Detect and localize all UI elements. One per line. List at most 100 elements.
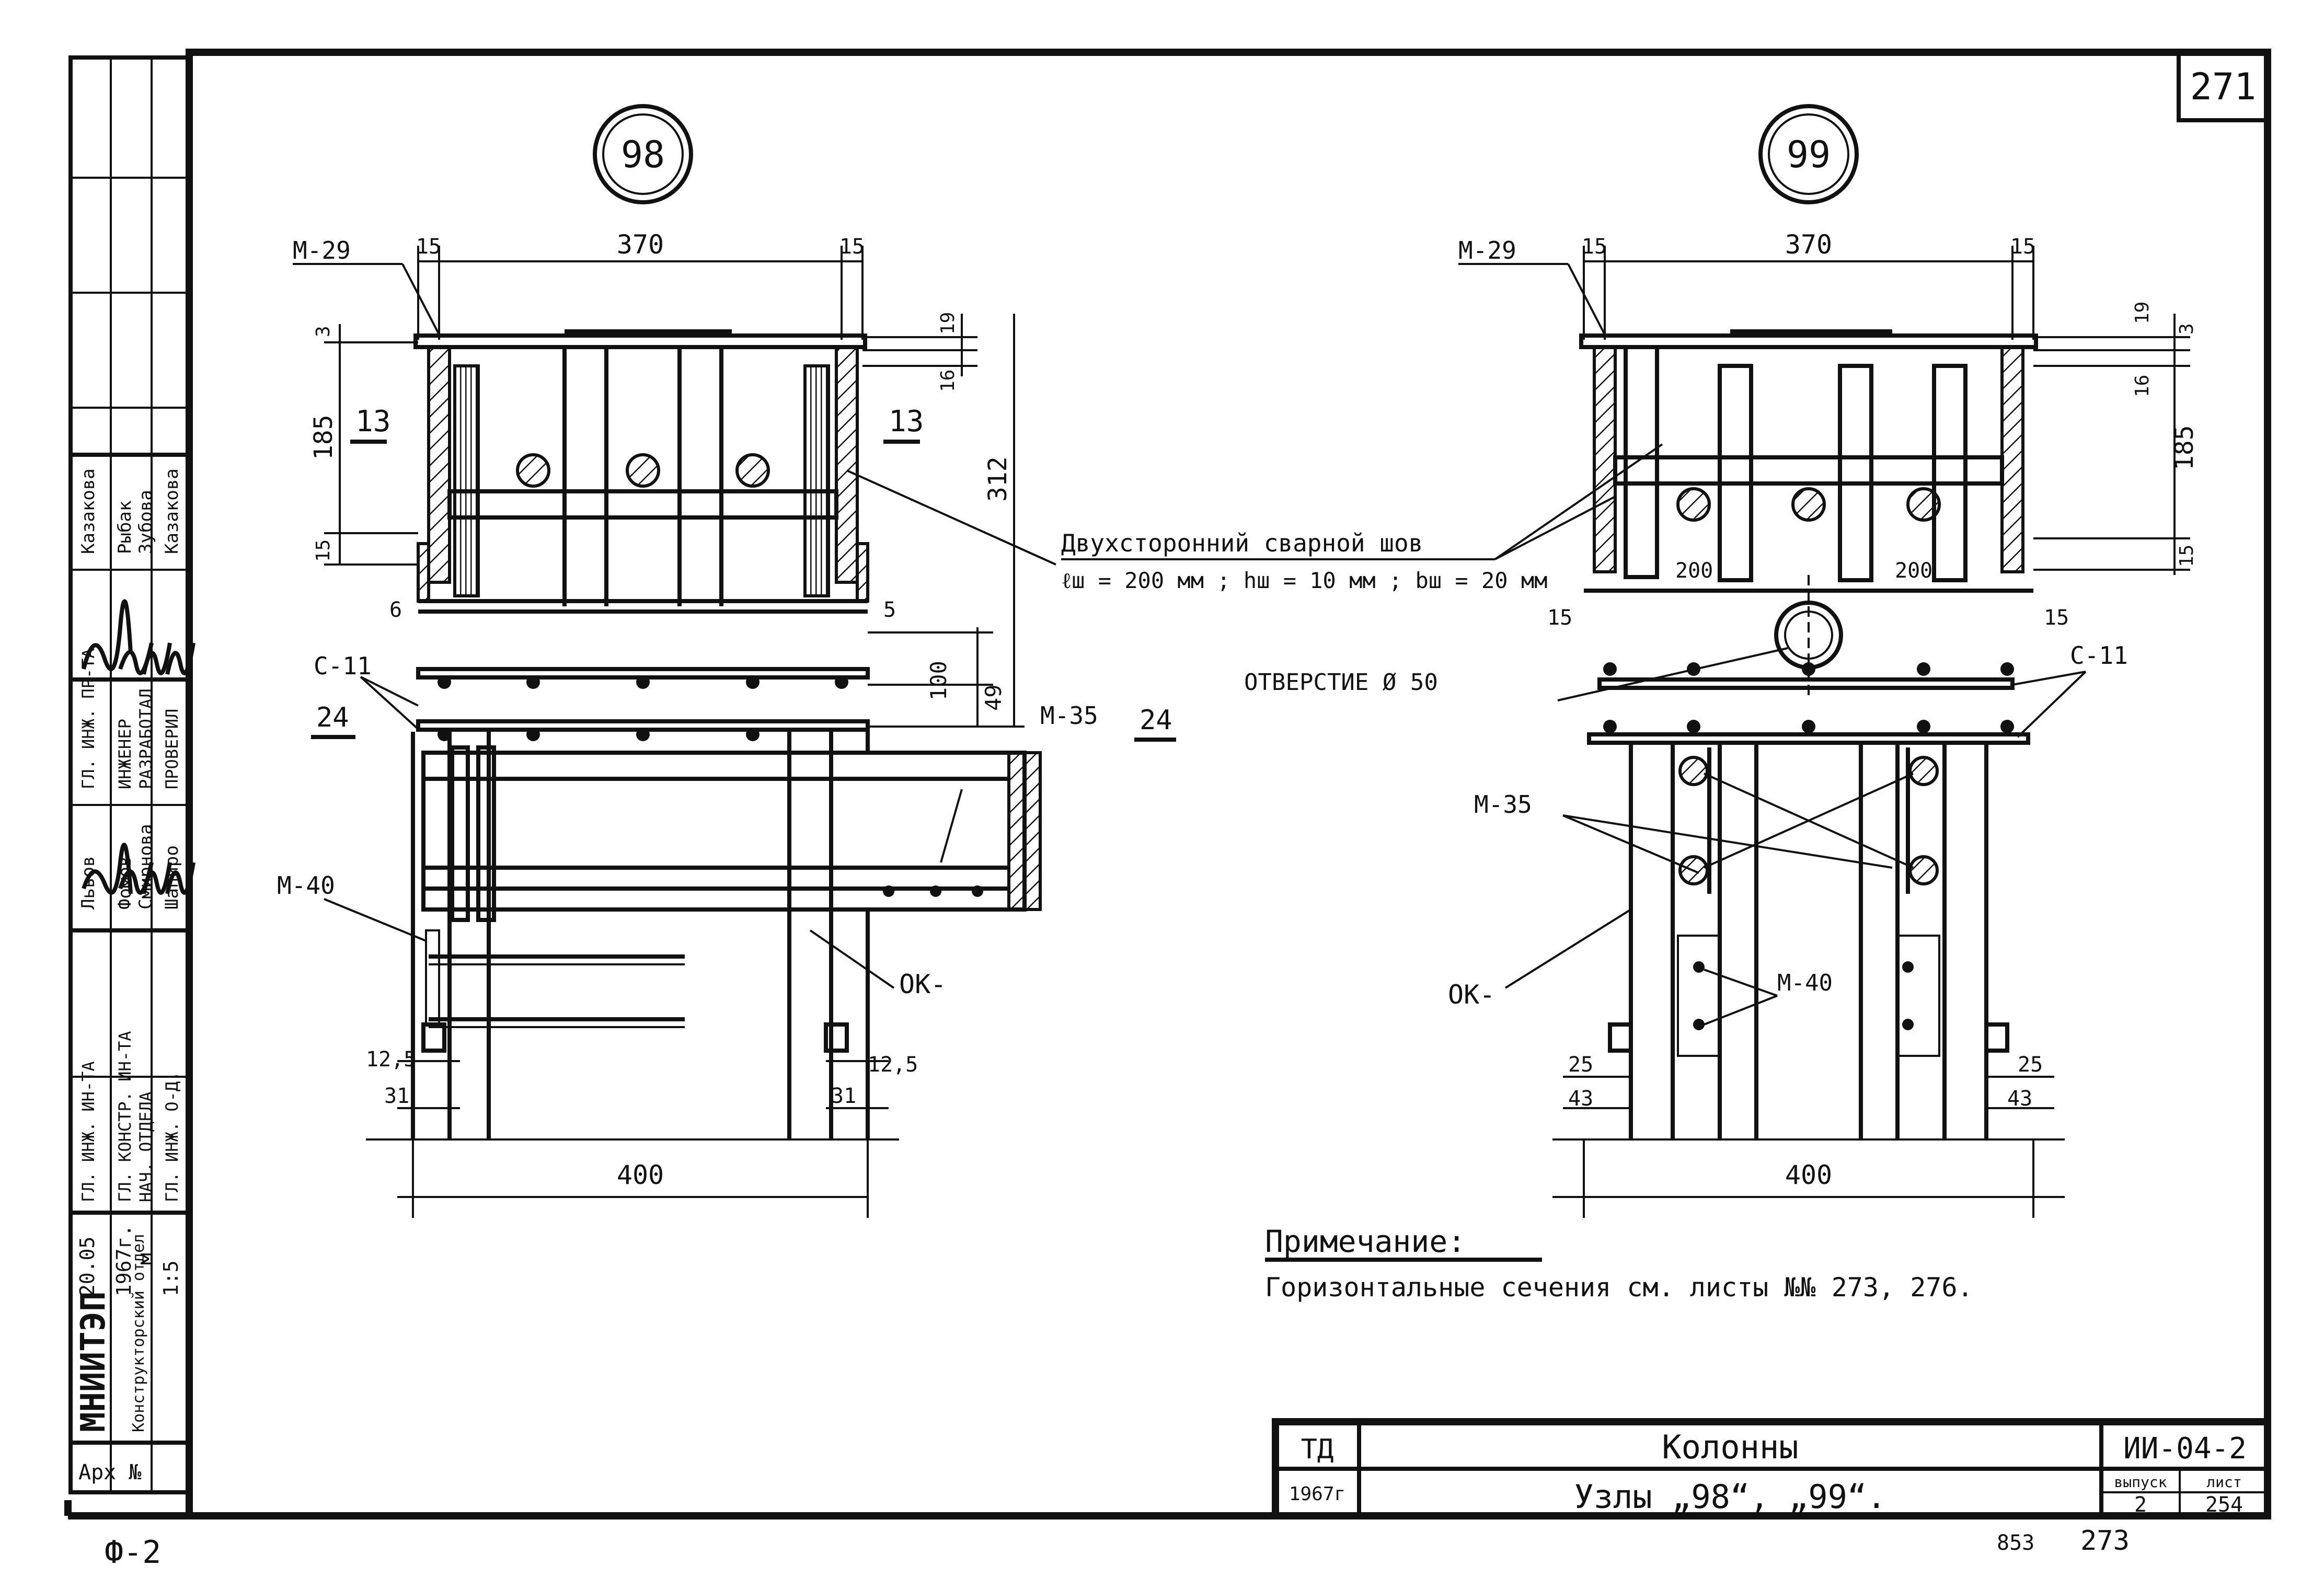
dim-98-left-gap: 15 [416,235,441,259]
dim-99-left-25: 25 [1568,1053,1593,1077]
sec-98-24-left: 24 [316,702,349,733]
dim-99-left-43: 43 [1568,1087,1593,1111]
page-number-box: 271 [2177,50,2270,122]
dim-99-top-width: 370 [1785,229,1832,260]
dim-98-right-31: 31 [831,1084,856,1108]
bottom-note-2: 273 [2080,1525,2130,1557]
dim-98-top: 370 15 15 [416,229,865,340]
node-98-top-plate [413,333,867,349]
side-stamp: ГЛ. ИНЖ. ИН-ТА ГЛ. КОНСТР. ИН-ТА НАЧ. ОТ… [68,55,195,1494]
stamp-name-5: Казакова [78,468,99,554]
dim-99-w200-left: 200 [1675,559,1713,583]
dim-98-left-12-5: 12,5 [366,1047,416,1072]
weld-note-title: Двухсторонний сварной шов [1061,529,1423,557]
title-main: Колонны [1662,1428,1798,1466]
sec-98-13-right: 13 [889,405,924,439]
dim-99-right-43: 43 [2007,1087,2032,1111]
note: Примечание: Горизонтальные сечения см. л… [1265,1224,1973,1303]
stamp-scale-label: м [133,1253,156,1265]
weld-note-params: ℓш = 200 мм ; hш = 10 мм ; bш = 20 мм [1061,568,1547,593]
tag-99-ok: ОК- [1448,980,1495,1010]
tag-98-ok: ОК- [899,969,946,999]
dim-99-right-gap: 15 [2010,235,2035,259]
note-heading: Примечание: [1265,1224,1466,1259]
stamp-date: 20.05 [76,1237,99,1296]
dim-98-right: 19 16 312 100 49 [862,312,1025,728]
dim-98-height-185: 185 [309,414,338,460]
tag-99-hole: ОТВЕРСТИЕ Ø 50 [1244,669,1438,696]
dim-98-top-width: 370 [617,229,664,260]
dim-98-left-31: 31 [384,1084,409,1108]
title-year: 1967г [1289,1483,1345,1505]
node-98: 98 370 15 15 13 [277,104,1176,1218]
dim-98-right-12-5: 12,5 [868,1053,918,1077]
tag-98-m29: М-29 [293,236,351,264]
stamp-role-3: НАЧ. ОТДЕЛА [136,1091,156,1202]
dim-98-bottom-width: 400 [617,1160,664,1190]
dim-99-right-3: 3 [2176,323,2198,335]
tag-99-m35: М-35 [1474,790,1532,819]
bottom-note-1: 853 [1997,1531,2034,1555]
dim-98-bottom: 400 12,5 12,5 31 31 [366,1047,918,1218]
stamp-role-1: ГЛ. ИНЖ. ИН-ТА [78,1061,98,1202]
dim-98-left-6: 6 [389,598,402,622]
dim-99-bottom-width: 400 [1785,1160,1832,1190]
dim-99-right-25: 25 [2018,1053,2043,1077]
bottom-left-code: Ф-2 [105,1534,161,1571]
stamp-name-6: Рыбак [114,501,135,554]
node-99-c11-plate-1 [1597,677,2015,690]
tag-98-c11: С-11 [314,652,372,680]
tag-99-m29: М-29 [1458,236,1516,264]
dim-99-right-19: 19 [2132,302,2153,324]
dim-99-left-15b: 15 [1547,606,1572,630]
dim-99-right: 19 3 16 185 15 [2033,302,2199,575]
stamp-name-1: Львов [78,856,99,909]
stamp-department: Конструкторский отдел [130,1234,148,1432]
dim-98-right-19: 19 [937,312,959,335]
title-block: ТД 1967г Колонны Узлы „98“, „99“. ИИ-04-… [1272,1418,2271,1519]
tag-98-m40: М-40 [277,871,335,900]
sec-98-13-left: 13 [355,405,390,439]
dim-99-bottom: 400 25 43 25 43 [1552,1053,2065,1218]
stamp-name-8: Казакова [162,468,182,554]
node-98-circle [593,104,693,204]
stamp-role-8: ПРОВЕРИЛ [162,709,182,789]
stamp-role-4: ГЛ. ИНЖ. О-Д. [162,1072,182,1202]
dim-98-height-312: 312 [983,456,1013,502]
dim-98-left-15: 15 [313,539,334,562]
dim-98-top-plate: 3 [313,326,334,337]
node-98-label: 98 [621,133,665,176]
stamp-name-3: Смирнова [135,824,156,909]
node-99-right-wall [2000,346,2024,573]
dim-99-right-15: 15 [2176,545,2198,567]
dim-98-left: 3 185 15 [309,324,418,566]
weld-note: Двухсторонний сварной шов ℓш = 200 мм ; … [846,443,1663,593]
stamp-name-7: Зубова [135,490,156,554]
dim-98-right-gap: 15 [839,235,865,259]
stamp-role-6: ИНЖЕНЕР [115,719,135,789]
node-99-c11-plate-2 [1587,732,2030,745]
node-98-left-wall [427,346,451,584]
node-99-left-wall [1593,346,1617,573]
dim-99-w200-right: 200 [1895,559,1932,583]
title-sheet-label: лист [2206,1473,2241,1491]
stamp-date-year: 1967г. [112,1225,135,1296]
title-sheet-value: 254 [2205,1493,2243,1517]
node-99-circle [1758,104,1859,204]
node-99-label: 99 [1787,133,1831,176]
stamp-role-5: ГЛ. ИНЖ. ПР-ТА [78,648,98,789]
page-number: 271 [2190,65,2256,108]
tag-99-c11: С-11 [2070,641,2128,670]
dim-98-h49: 49 [981,684,1006,711]
dim-99-left-gap: 15 [1582,235,1607,259]
note-text: Горизонтальные сечения см. листы №№ 273,… [1265,1272,1973,1303]
dim-99-right-16: 16 [2132,375,2153,397]
stamp-role-7: РАЗРАБОТАЛ [136,688,156,789]
dim-99-height-185: 185 [2170,425,2199,470]
dim-99-right-15b: 15 [2044,606,2069,630]
tag-99-m40: М-40 [1777,970,1833,996]
stamp-scale-value: 1:5 [159,1260,182,1296]
sec-98-24-right: 24 [1140,705,1172,736]
node-98-right-wall [835,346,859,584]
